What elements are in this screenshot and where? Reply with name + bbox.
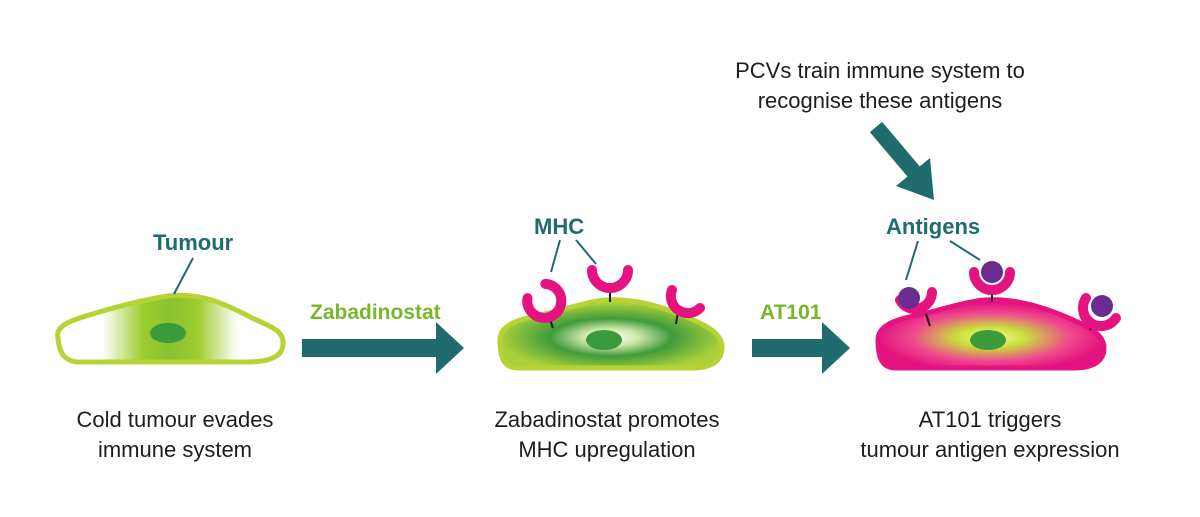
- stage1-caption-line-1: Cold tumour evades: [76, 407, 274, 432]
- tumour-nucleus-2: [586, 330, 622, 350]
- pcv-note: PCVs train immune system to recognise th…: [690, 56, 1070, 116]
- antigen-1: [898, 287, 920, 309]
- antigen-pointer-line-2: [949, 240, 981, 261]
- stage1-caption-line-2: immune system: [97, 437, 253, 462]
- stage3-caption-line-2: tumour antigen expression: [860, 437, 1120, 462]
- tumour-nucleus-3: [970, 330, 1006, 350]
- stage2-caption-line-1: Zabadinostat promotes: [494, 407, 720, 432]
- pcv-arrow: [869, 121, 934, 200]
- stage2-caption: Zabadinostat promotes MHC upregulation: [462, 405, 752, 465]
- mhc-receptor-3: [665, 285, 705, 319]
- stage2-caption-line-2: MHC upregulation: [518, 437, 696, 462]
- stage1-caption: Cold tumour evades immune system: [40, 405, 310, 465]
- stage3-caption: AT101 triggers tumour antigen expression: [840, 405, 1140, 465]
- pcv-note-line-2: recognise these antigens: [757, 88, 1003, 113]
- at101-arrow: [752, 322, 850, 374]
- mhc-receptor-1: [522, 278, 567, 323]
- antigen-3: [1091, 295, 1113, 317]
- antigen-pointer-line-1: [905, 240, 919, 281]
- antigens-label: Antigens: [886, 214, 981, 239]
- stage3-caption-line-1: AT101 triggers: [918, 407, 1062, 432]
- pcv-note-line-1: PCVs train immune system to: [735, 58, 1025, 83]
- antigen-stalk-1: [925, 313, 931, 327]
- mhc-receptor-2: [587, 265, 633, 293]
- mhc-receptor-5: [969, 267, 1015, 295]
- zabadinostat-arrow: [302, 322, 464, 374]
- mhc-label: MHC: [534, 214, 585, 239]
- mhc-receptor-6: [1077, 293, 1121, 331]
- tumour-label: Tumour: [153, 230, 234, 255]
- antigen-2: [981, 261, 1003, 283]
- mhc-pointer-line-2: [575, 239, 597, 265]
- tumour-pointer-line: [173, 257, 194, 295]
- zabadinostat-label: Zabadinostat: [310, 301, 441, 324]
- at101-label: AT101: [760, 301, 822, 324]
- mhc-pointer-line-1: [550, 239, 561, 273]
- tumour-nucleus-1: [150, 323, 186, 343]
